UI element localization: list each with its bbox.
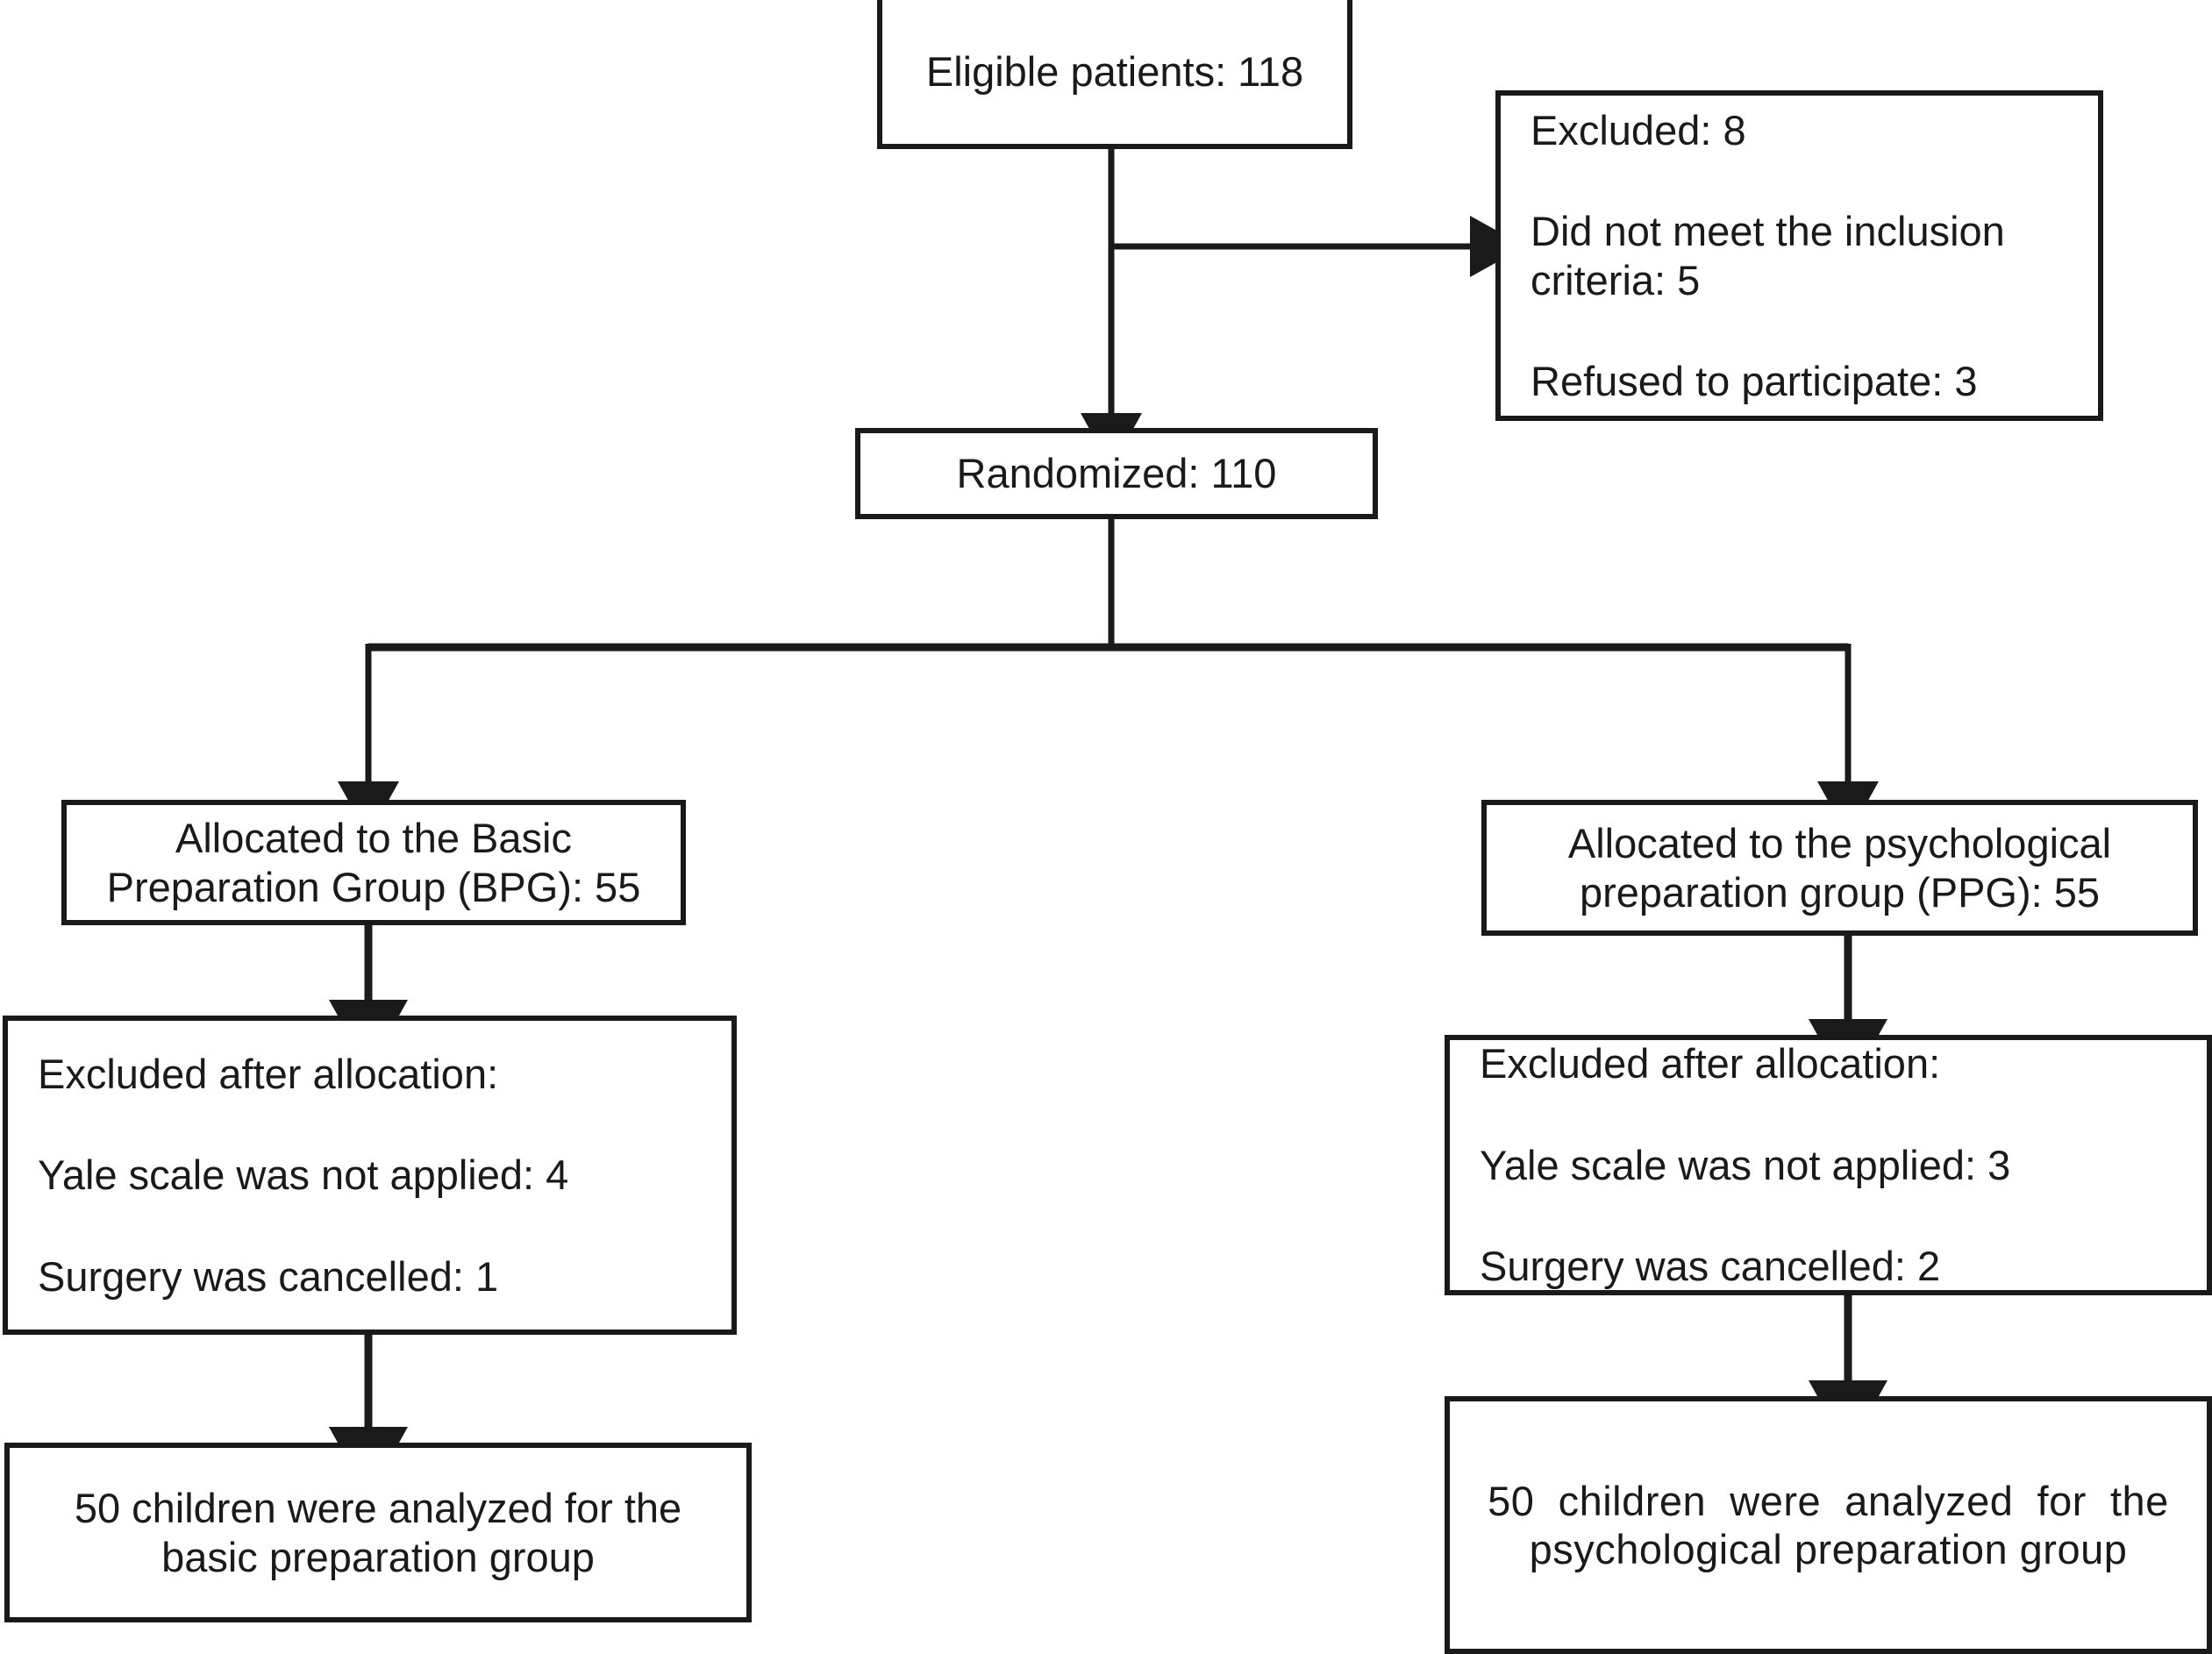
- excluded-criteria-label-line2: criteria: 5: [1531, 256, 1701, 303]
- excluded-bpg-header: Excluded after allocation:: [38, 1050, 499, 1097]
- allocated-ppg-line2: preparation group (PPG): 55: [1579, 868, 2101, 916]
- allocated-bpg-line1: Allocated to the Basic: [175, 815, 572, 862]
- excluded-ppg-surgery-label: Surgery was cancelled: 2: [1480, 1243, 1941, 1290]
- node-analyzed-bpg: 50 children were analyzed for the basic …: [4, 1443, 752, 1622]
- allocated-ppg-line1: Allocated to the psychological: [1567, 820, 2112, 867]
- node-randomized: Randomized: 110: [855, 428, 1378, 519]
- randomized-label: Randomized: 110: [956, 450, 1277, 497]
- node-excluded-after-allocation-bpg: Excluded after allocation: Yale scale wa…: [3, 1016, 737, 1335]
- analyzed-ppg-line2: psychological preparation group: [1529, 1526, 2128, 1572]
- node-eligible-patients: Eligible patients: 118: [877, 0, 1352, 149]
- node-excluded-after-allocation-ppg: Excluded after allocation: Yale scale wa…: [1445, 1035, 2212, 1295]
- excluded-ppg-header: Excluded after allocation:: [1480, 1040, 1941, 1087]
- node-analyzed-ppg: 50 children were analyzed for the psycho…: [1445, 1396, 2212, 1654]
- excluded-bpg-surgery-label: Surgery was cancelled: 1: [38, 1252, 499, 1300]
- excluded-criteria-label-line1: Did not meet the inclusion: [1531, 208, 2005, 255]
- eligible-patients-label: Eligible patients: 118: [925, 48, 1304, 96]
- excluded-total-label: Excluded: 8: [1531, 106, 1746, 153]
- excluded-bpg-yale-label: Yale scale was not applied: 4: [38, 1151, 569, 1199]
- node-excluded-pre-randomization: Excluded: 8 Did not meet the inclusion c…: [1495, 90, 2103, 421]
- excluded-ppg-yale-label: Yale scale was not applied: 3: [1480, 1141, 2011, 1188]
- allocated-bpg-line2: Preparation Group (BPG): 55: [106, 863, 641, 910]
- analyzed-bpg-line1: 50 children were analyzed for the: [74, 1485, 682, 1532]
- node-allocated-bpg: Allocated to the Basic Preparation Group…: [61, 800, 686, 925]
- excluded-refused-label: Refused to participate: 3: [1531, 357, 1978, 404]
- analyzed-bpg-line2: basic preparation group: [161, 1533, 595, 1580]
- analyzed-ppg-line1: 50 children were analyzed for the: [1488, 1477, 2169, 1524]
- node-allocated-ppg: Allocated to the psychological preparati…: [1481, 800, 2198, 936]
